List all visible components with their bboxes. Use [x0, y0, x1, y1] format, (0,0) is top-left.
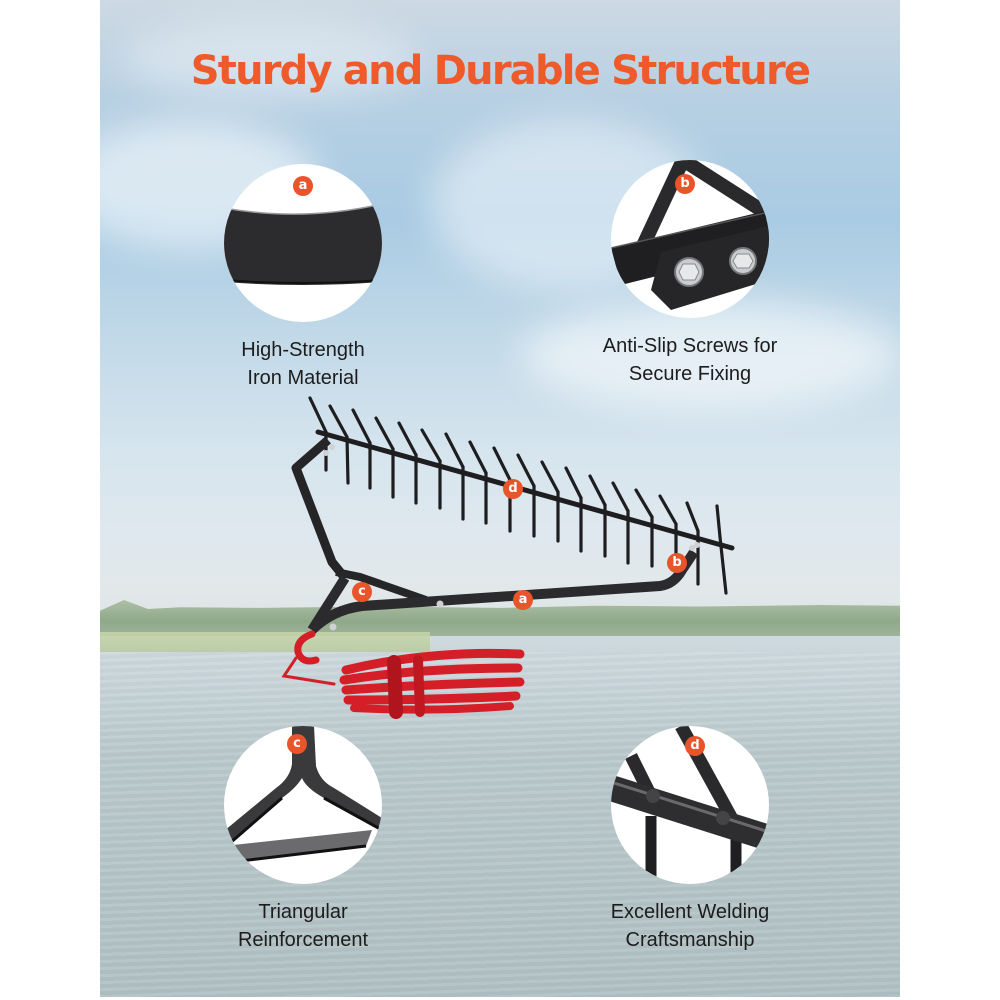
caption-line: Craftsmanship [625, 929, 755, 951]
treeline [100, 600, 900, 636]
iron-bar-closeup-icon: a [224, 164, 382, 322]
page-title: Sturdy and Durable Structure [190, 48, 811, 94]
screw-bracket-closeup-icon: b [611, 160, 769, 318]
feature-caption: Anti-Slip Screws for Secure Fixing [560, 332, 820, 388]
caption-line: Triangular [258, 901, 348, 923]
weld-joint-closeup-icon: d [611, 726, 769, 884]
badge-a: a [293, 176, 313, 196]
feature-welding-craftsmanship: d Excellent Welding Craftsmanship [560, 726, 820, 954]
caption-line: High-Strength [241, 339, 365, 361]
reeds [100, 632, 430, 654]
caption-line: Reinforcement [237, 929, 369, 951]
caption-line: Iron Material [247, 367, 359, 389]
feature-anti-slip-screws: b Anti-Slip Screws for Secure Fixing [560, 160, 820, 388]
badge-b: b [675, 174, 695, 194]
callout-badge-c: c [352, 582, 372, 602]
product-poster: Sturdy and Durable Structure a High-Stre… [100, 0, 900, 997]
sky-cloud [120, 20, 420, 100]
badge-d: d [685, 736, 705, 756]
callout-badge-a: a [513, 590, 533, 610]
feature-triangular-reinforcement: c Triangular Reinforcement [173, 726, 433, 954]
caption-line: Secure Fixing [628, 363, 752, 385]
feature-caption: Triangular Reinforcement [173, 898, 433, 954]
feature-caption: Excellent Welding Craftsmanship [560, 898, 820, 954]
caption-line: Excellent Welding [610, 901, 770, 923]
sky-cloud [520, 300, 900, 410]
feature-caption: High-Strength Iron Material [173, 336, 433, 392]
feature-iron-material: a High-Strength Iron Material [173, 164, 433, 392]
callout-badge-d: d [503, 479, 523, 499]
triangle-joint-closeup-icon: c [224, 726, 382, 884]
callout-badge-b: b [667, 553, 687, 573]
badge-c: c [287, 734, 307, 754]
caption-line: Anti-Slip Screws for [602, 335, 778, 357]
